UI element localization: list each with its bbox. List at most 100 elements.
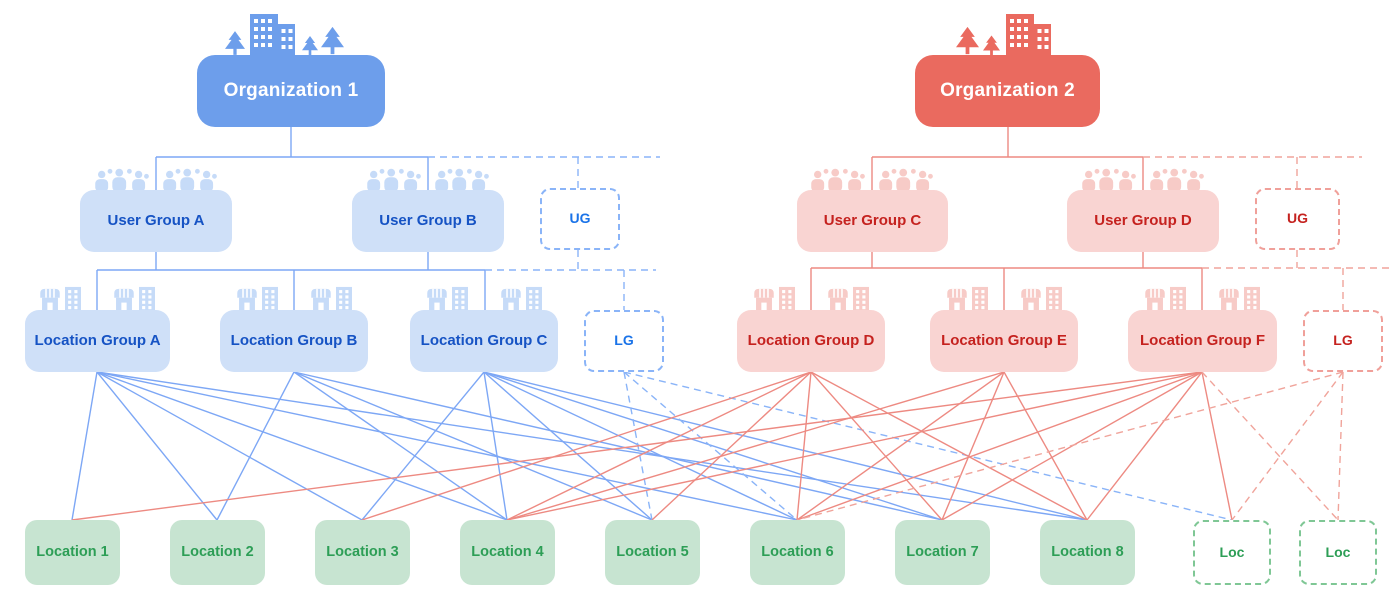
building-icon <box>1006 14 1051 56</box>
building-icon <box>972 286 988 311</box>
connector-line <box>810 371 1088 521</box>
connector-line <box>810 371 943 521</box>
connector-line <box>506 371 812 521</box>
organization-2-node: Organization 2 <box>915 55 1100 127</box>
building-icon <box>526 286 542 311</box>
location-group-a-node: Location Group A <box>25 310 170 372</box>
user-group-b-node: User Group B <box>352 190 504 252</box>
connector-line <box>1086 371 1203 521</box>
connector-line <box>293 371 508 521</box>
location-3-node: Location 3 <box>315 520 410 585</box>
location-group-c-node: Location Group C <box>410 310 558 372</box>
storefront-icon <box>1021 288 1041 311</box>
connector-line <box>216 371 295 521</box>
organization-1-node: Organization 1 <box>197 55 385 127</box>
connector-line <box>506 371 1005 521</box>
connector-line <box>506 371 1203 521</box>
connector-line <box>96 371 363 521</box>
connector-line <box>1231 371 1344 521</box>
connector-line <box>293 371 653 521</box>
storefront-icon <box>501 288 521 311</box>
location-2-node: Location 2 <box>170 520 265 585</box>
connector-line <box>96 371 1088 521</box>
tree-icon <box>321 26 344 55</box>
user-group-c-node: User Group C <box>797 190 948 252</box>
connector-line <box>483 371 1088 521</box>
connector-line <box>71 371 1203 521</box>
connector-line <box>623 371 798 521</box>
connector-line <box>796 371 1005 521</box>
people-icon <box>879 168 933 192</box>
connector-line <box>361 371 812 521</box>
storefront-icon <box>947 288 967 311</box>
user-group-a-node: User Group A <box>80 190 232 252</box>
location-8-node: Location 8 <box>1040 520 1135 585</box>
building-icon <box>1244 286 1260 311</box>
user-group-stub-red-node: UG <box>1255 188 1340 250</box>
people-icon <box>1082 168 1136 192</box>
building-icon <box>262 286 278 311</box>
storefront-icon <box>754 288 774 311</box>
storefront-icon <box>311 288 331 311</box>
connector-line <box>796 371 1344 521</box>
storefront-icon <box>427 288 447 311</box>
connector-line <box>483 371 508 521</box>
location-group-stub-blue-node: LG <box>584 310 664 372</box>
location-4-node: Location 4 <box>460 520 555 585</box>
people-icon <box>1150 168 1204 192</box>
location-1-node: Location 1 <box>25 520 120 585</box>
location-group-f-node: Location Group F <box>1128 310 1277 372</box>
people-icon <box>811 168 865 192</box>
user-group-d-node: User Group D <box>1067 190 1219 252</box>
connector-line <box>796 371 1203 521</box>
building-icon <box>1046 286 1062 311</box>
storefront-icon <box>1219 288 1239 311</box>
location-stub-2-node: Loc <box>1299 520 1377 585</box>
tree-icon <box>983 35 1000 56</box>
location-group-d-node: Location Group D <box>737 310 885 372</box>
connector-line <box>96 371 798 521</box>
connector-line <box>96 371 218 521</box>
connector-line <box>293 371 943 521</box>
building-icon <box>336 286 352 311</box>
people-icon <box>95 168 149 192</box>
building-icon <box>250 14 295 56</box>
people-icon <box>435 168 489 192</box>
people-icon <box>367 168 421 192</box>
connector-line <box>796 371 812 521</box>
connector-line <box>71 371 98 521</box>
storefront-icon <box>114 288 134 311</box>
tree-icon <box>225 31 245 55</box>
building-icon <box>779 286 795 311</box>
location-group-e-node: Location Group E <box>930 310 1078 372</box>
connector-line <box>941 371 1005 521</box>
connector-line <box>623 371 1233 521</box>
building-icon <box>1170 286 1186 311</box>
building-icon <box>452 286 468 311</box>
tree-icon <box>302 36 318 55</box>
connector-line <box>361 371 485 521</box>
tree-icon <box>956 26 979 55</box>
storefront-icon <box>1145 288 1165 311</box>
connector-line <box>483 371 653 521</box>
connector-line <box>651 371 812 521</box>
storefront-icon <box>237 288 257 311</box>
building-icon <box>853 286 869 311</box>
storefront-icon <box>40 288 60 311</box>
storefront-icon <box>828 288 848 311</box>
connector-line <box>1337 371 1344 521</box>
location-stub-1-node: Loc <box>1193 520 1271 585</box>
building-icon <box>139 286 155 311</box>
building-icon <box>65 286 81 311</box>
location-group-stub-red-node: LG <box>1303 310 1383 372</box>
people-icon <box>163 168 217 192</box>
user-group-stub-blue-node: UG <box>540 188 620 250</box>
connector-line <box>1201 371 1339 521</box>
location-7-node: Location 7 <box>895 520 990 585</box>
location-6-node: Location 6 <box>750 520 845 585</box>
hierarchy-edges <box>71 127 1392 521</box>
location-5-node: Location 5 <box>605 520 700 585</box>
location-group-b-node: Location Group B <box>220 310 368 372</box>
